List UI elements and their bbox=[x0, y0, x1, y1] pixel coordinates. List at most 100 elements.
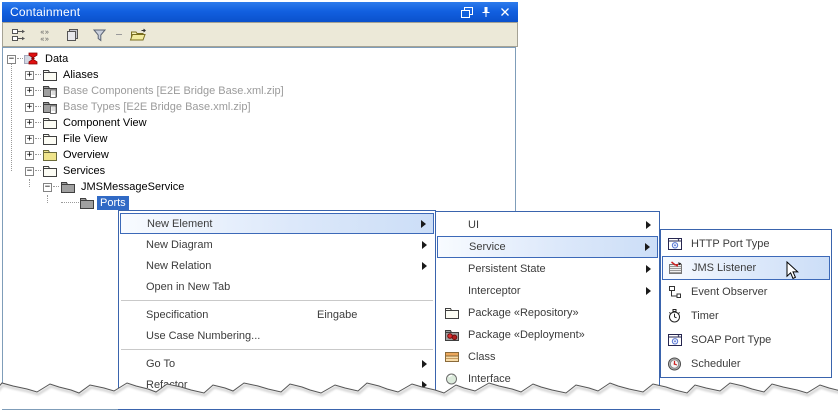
expander-plus-icon[interactable]: + bbox=[25, 101, 34, 112]
package-zip-icon bbox=[42, 100, 58, 114]
menu-item-event-observer[interactable]: Event Observer bbox=[662, 280, 830, 304]
menu-item-jms-listener[interactable]: JMS Listener bbox=[662, 256, 830, 280]
expander-minus-icon[interactable]: − bbox=[7, 53, 16, 64]
menu-shortcut: Eingabe bbox=[317, 308, 358, 321]
float-button[interactable] bbox=[457, 4, 476, 20]
package-light-icon bbox=[42, 116, 58, 130]
menu-item-persistent-state[interactable]: Persistent State bbox=[437, 258, 658, 280]
tree-item-services[interactable]: −Services bbox=[3, 163, 515, 179]
menu-item-label: Event Observer bbox=[691, 286, 768, 298]
expander-plus-icon[interactable]: + bbox=[25, 69, 34, 80]
menu-item-use-case-numbering[interactable]: Use Case Numbering... bbox=[120, 325, 434, 346]
menu-item-label: New Relation bbox=[146, 259, 212, 272]
package-yellow-icon bbox=[42, 148, 58, 162]
expander-plus-icon[interactable]: + bbox=[25, 85, 34, 96]
expander-minus-icon[interactable]: − bbox=[43, 181, 52, 192]
tree-item-label: Overview bbox=[63, 149, 109, 161]
package-zip-icon bbox=[42, 84, 58, 98]
copy-icon[interactable] bbox=[64, 26, 82, 44]
scheduler-icon bbox=[662, 357, 691, 371]
expander-plus-icon[interactable]: + bbox=[25, 117, 34, 128]
event-observer-icon bbox=[662, 285, 691, 299]
interface-icon bbox=[437, 372, 468, 386]
package-gray-icon bbox=[60, 180, 76, 194]
close-button[interactable] bbox=[495, 4, 514, 20]
menu-item-label: Refactor bbox=[146, 378, 188, 391]
tree-item-aliases[interactable]: +Aliases bbox=[3, 67, 515, 83]
menu-item-label: HTTP Port Type bbox=[691, 238, 770, 250]
tree-item-base-components-e2e-bridge-base-xml-zip[interactable]: +Base Components [E2E Bridge Base.xml.zi… bbox=[3, 83, 515, 99]
tree-connector bbox=[61, 202, 79, 204]
menu-item-soap-port-type[interactable]: SOAP Port Type bbox=[662, 328, 830, 352]
tree-connector bbox=[35, 154, 41, 156]
menu-item-open-in-new-tab[interactable]: Open in New Tab bbox=[120, 276, 434, 297]
menu-item-service[interactable]: Service bbox=[437, 236, 658, 258]
open-folder-icon[interactable] bbox=[129, 26, 147, 44]
pin-button[interactable] bbox=[476, 4, 495, 20]
menu-item-label: Interface bbox=[468, 373, 511, 385]
submenu-arrow-icon bbox=[422, 380, 427, 389]
menu-item-interface[interactable]: Interface bbox=[437, 368, 658, 390]
menu-item-timer[interactable]: Timer bbox=[662, 304, 830, 328]
expander-plus-icon[interactable]: + bbox=[25, 149, 34, 160]
menu-item-interceptor[interactable]: Interceptor bbox=[437, 280, 658, 302]
menu-item-class[interactable]: Class bbox=[437, 346, 658, 368]
expander-plus-icon[interactable]: + bbox=[25, 133, 34, 144]
tree-item-label: Base Types [E2E Bridge Base.xml.zip] bbox=[63, 101, 251, 113]
menu-item-label: Package «Repository» bbox=[468, 307, 579, 319]
menu-item-http-port-type[interactable]: HTTP Port Type bbox=[662, 232, 830, 256]
menu-item-label: Go To bbox=[146, 357, 176, 370]
tree-item-ports[interactable]: Ports bbox=[3, 195, 515, 211]
tree-guide-line bbox=[11, 64, 12, 171]
menu-item-label: SOAP Port Type bbox=[691, 334, 772, 346]
tree-connector bbox=[35, 74, 41, 76]
tree-connector bbox=[53, 186, 59, 188]
tree-links-icon[interactable] bbox=[10, 26, 28, 44]
stereotypes-icon[interactable]: «»«» bbox=[37, 26, 55, 44]
tree-item-jmsmessageservice[interactable]: − JMSMessageService bbox=[3, 179, 515, 195]
tree-connector bbox=[35, 122, 41, 124]
tree-connector bbox=[35, 106, 41, 108]
tree-item-overview[interactable]: + Overview bbox=[3, 147, 515, 163]
tree-item-base-types-e2e-bridge-base-xml-zip[interactable]: + Base Types [E2E Bridge Base.xml.zip] bbox=[3, 99, 515, 115]
menu-item-package-deployment[interactable]: Package «Deployment» bbox=[437, 324, 658, 346]
menu-separator bbox=[121, 300, 433, 301]
package-light-icon bbox=[42, 68, 58, 82]
tree-guide-line bbox=[29, 179, 30, 187]
submenu-arrow-icon bbox=[422, 240, 427, 249]
package-deployment-icon bbox=[437, 329, 468, 342]
menu-item-label: Class bbox=[468, 351, 496, 363]
tree-item-label: Data bbox=[45, 53, 69, 65]
mouse-cursor-icon bbox=[786, 260, 800, 286]
menu-item-refactor[interactable]: Refactor bbox=[120, 374, 434, 395]
timer-icon bbox=[662, 309, 691, 323]
expander-minus-icon[interactable]: − bbox=[25, 165, 34, 176]
filter-icon[interactable] bbox=[91, 26, 109, 44]
submenu-arrow-icon bbox=[422, 359, 427, 368]
toolbar-separator bbox=[116, 34, 122, 35]
svg-text:«»: «» bbox=[40, 28, 50, 37]
menu-item-go-to[interactable]: Go To bbox=[120, 353, 434, 374]
menu-item-label: Package «Deployment» bbox=[468, 329, 585, 341]
model-icon bbox=[24, 52, 40, 66]
submenu-arrow-icon bbox=[645, 243, 650, 251]
panel-title: Containment bbox=[10, 5, 81, 19]
menu-item-new-diagram[interactable]: New Diagram bbox=[120, 234, 434, 255]
tree-item-label: JMSMessageService bbox=[81, 181, 185, 193]
port-type-icon bbox=[662, 333, 691, 347]
menu-item-new-relation[interactable]: New Relation bbox=[120, 255, 434, 276]
menu-separator bbox=[121, 349, 433, 350]
menu-item-package-repository[interactable]: Package «Repository» bbox=[437, 302, 658, 324]
package-light-icon bbox=[42, 132, 58, 146]
menu-item-label: Interceptor bbox=[468, 285, 521, 297]
menu-item-scheduler[interactable]: Scheduler bbox=[662, 352, 830, 376]
menu-item-label: Use Case Numbering... bbox=[146, 329, 261, 342]
menu-item-new-element[interactable]: New Element bbox=[120, 213, 434, 234]
menu-item-ui[interactable]: UI bbox=[437, 214, 658, 236]
tree-item-component-view[interactable]: +Component View bbox=[3, 115, 515, 131]
tree-item-data[interactable]: − Data bbox=[3, 51, 515, 67]
menu-item-label: UI bbox=[468, 219, 479, 231]
tree-item-file-view[interactable]: +File View bbox=[3, 131, 515, 147]
